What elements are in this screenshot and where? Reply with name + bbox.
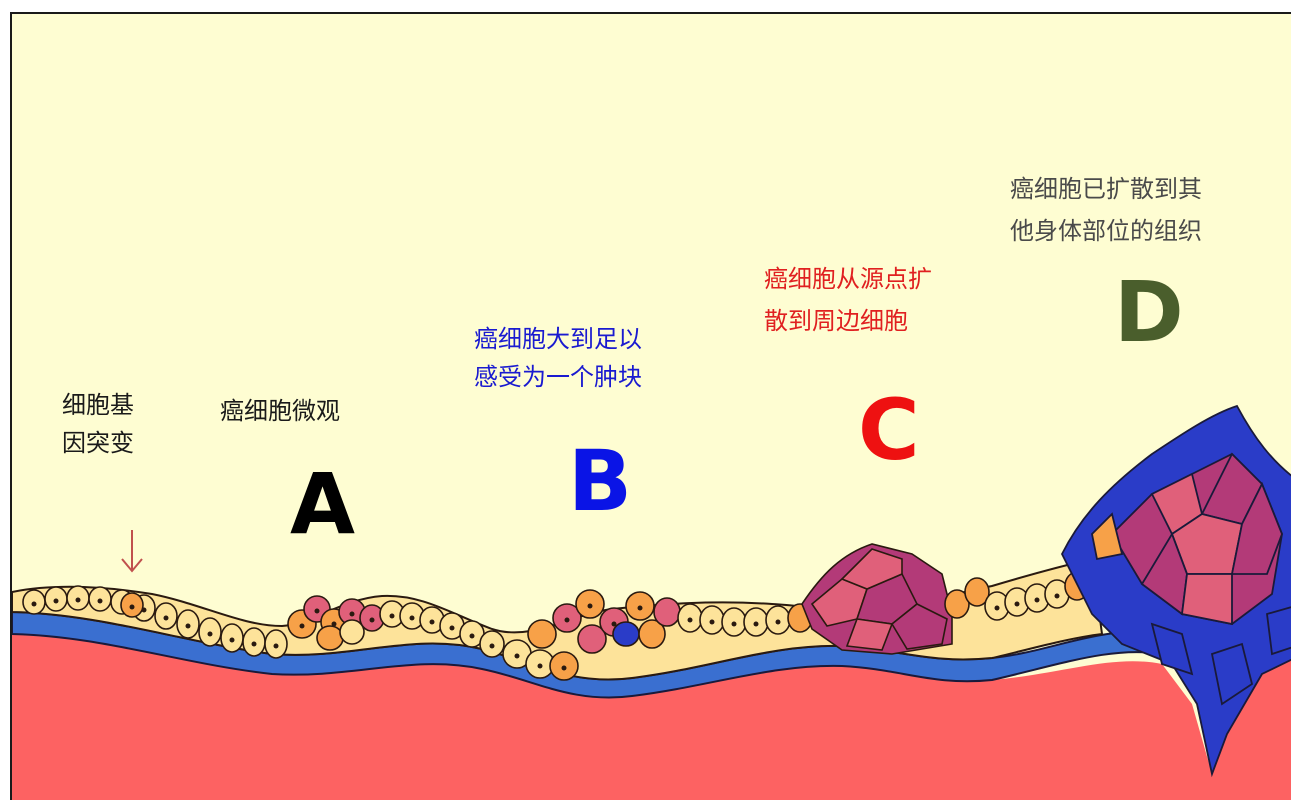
stage-c-caption: 癌细胞从源点扩 散到周边细胞: [764, 265, 932, 335]
diagram-frame: 细胞基 因突变 癌细胞微观 A 癌细胞大到足以 感受为一个肿块 B 癌细胞从源点…: [10, 12, 1291, 800]
stage-b-letter: B: [568, 432, 633, 530]
tissue-layer: [12, 634, 1291, 800]
cancer-progression-illustration: [12, 14, 1291, 800]
mutation-arrow: [121, 530, 143, 573]
stage-b-caption: 癌细胞大到足以 感受为一个肿块: [474, 325, 642, 391]
stage-d-caption: 癌细胞已扩散到其 他身体部位的组织: [1010, 175, 1202, 245]
tumor-cluster-b: [502, 589, 813, 681]
stage-c-letter: C: [858, 381, 920, 479]
cell-nuclei: [31, 593, 1060, 671]
stage-a-caption: 癌细胞微观: [220, 397, 340, 425]
tumor-cluster-c: [801, 543, 1090, 655]
invasive-mass-d: [1060, 404, 1291, 778]
mutation-caption: 细胞基 因突变: [62, 391, 134, 457]
stage-d-letter: D: [1114, 263, 1184, 361]
stage-a-letter: A: [290, 455, 356, 553]
